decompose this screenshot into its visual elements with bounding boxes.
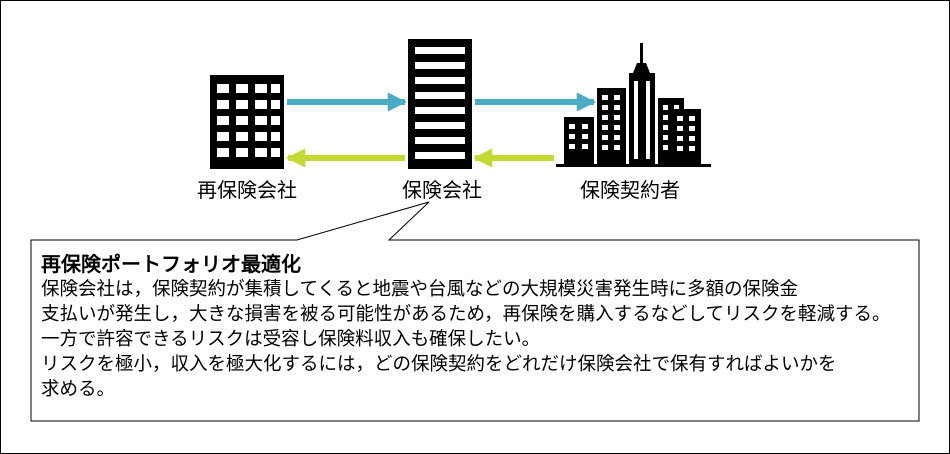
callout-line: 求める。 [41, 379, 116, 400]
callout-text: 再保険ポートフォリオ最適化 保険会社は，保険契約が集積してくると地震や台風などの… [41, 251, 921, 402]
callout-line: 保険会社は，保険契約が集積してくると地震や台風などの大規模災害発生時に多額の保険… [41, 279, 799, 300]
insurer-label: 保険会社 [402, 178, 482, 202]
callout-line: 一方で許容できるリスクは受容し保険料収入も確保したい。 [41, 329, 541, 350]
callout-title: 再保険ポートフォリオ最適化 [41, 252, 301, 276]
callout-box [30, 201, 920, 422]
reinsurer-label: 再保険会社 [197, 178, 297, 202]
reinsurer-building-icon [210, 75, 284, 169]
policyholder-city-icon [556, 43, 711, 167]
insurer-tower-icon [408, 39, 472, 169]
callout-line: リスクを極小，収入を極大化するには，どの保険契約をどれだけ保険会社で保有すればよ… [41, 354, 837, 375]
callout-line: 支払いが発生し，大きな損害を被る可能性があるため，再保険を購入するなどしてリスク… [41, 304, 891, 325]
policyholder-label: 保険契約者 [580, 178, 680, 202]
